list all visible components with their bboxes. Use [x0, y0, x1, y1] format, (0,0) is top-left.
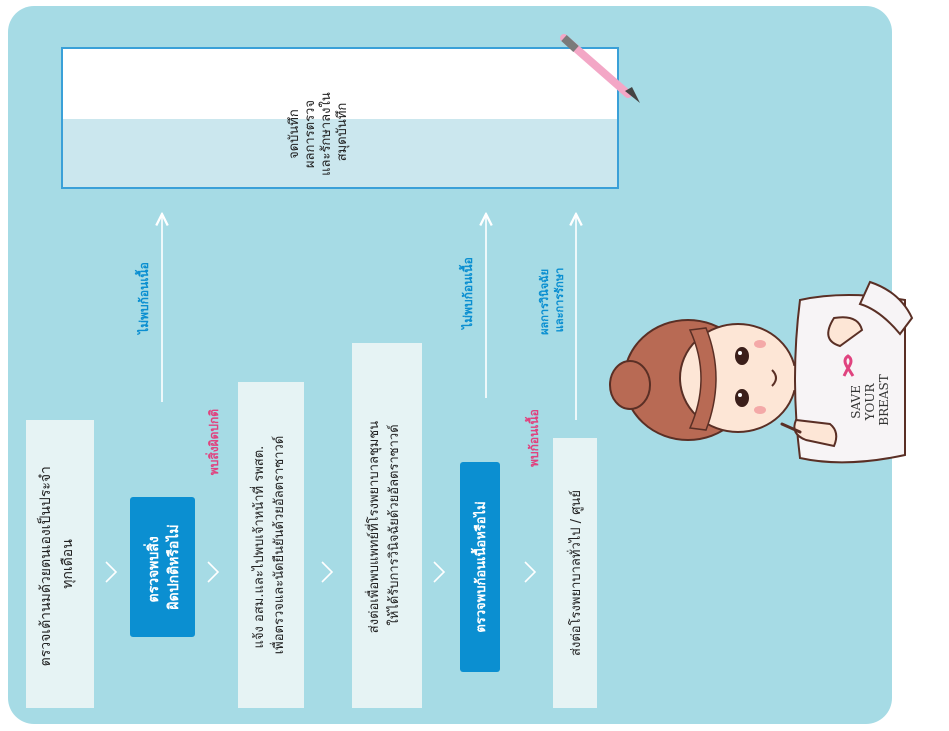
shirt: [794, 294, 906, 464]
check-lump-text: ตรวจพบก้อนเนื้อหรือไม่: [470, 501, 489, 632]
check-abnormal-text-1: ตรวจพบสิ่ง: [143, 536, 162, 602]
refer-hospital-box: [553, 438, 597, 708]
pencil-icon: [560, 34, 640, 103]
refer-community-text-1: ส่งต่อเพื่อพบแพทย์ที่โรงพยาบาลชุมชน: [365, 421, 382, 633]
chevron-right-icon: [321, 561, 334, 583]
chevron-right-icon: [105, 561, 118, 583]
refer-community-box: [352, 343, 422, 708]
self-exam-box: [26, 420, 94, 708]
svg-text:ส่งต่อเพื่อพบแพทย์ที่โรงพยาบาล: ส่งต่อเพื่อพบแพทย์ที่โรงพยาบาลชุมชน ให้ไ…: [365, 417, 402, 633]
svg-text:จดบันทึก ผลการตรวจ: จดบันทึก ผลการตรวจ และรักษาลงใน สมุดบันท…: [287, 88, 350, 176]
hand: [827, 316, 864, 348]
left-eye: [735, 347, 749, 365]
svg-text:SAVE YOUR BREA: SAVE YOUR BREAST: [849, 374, 891, 426]
pink-ribbon-icon: [842, 354, 855, 377]
record-text-2: ผลการตรวจ: [303, 100, 318, 168]
diagnosis-label-1: ผลการวินิจฉัย: [538, 269, 551, 335]
chevron-right-icon: [524, 561, 537, 583]
right-eye: [735, 389, 749, 407]
shirt-text-2: YOUR: [863, 383, 877, 422]
notify-box: [238, 382, 304, 708]
svg-text:ตรวจเต้านมด้วยตนเองเป็นประจำ: ตรวจเต้านมด้วยตนเองเป็นประจำ ทุกเดือน: [36, 462, 76, 667]
record-text-3: และรักษาลงใน: [318, 92, 334, 176]
notify-text-1: แจ้ง อสม.และไปพบเจ้าหน้าที่ รพสต.: [250, 446, 267, 649]
flow-arrows: [162, 214, 576, 420]
svg-text:ผลการวินิจฉัย และการรักษ: ผลการวินิจฉัย และการรักษา: [538, 265, 566, 335]
record-text-4: สมุดบันทึก: [335, 103, 350, 162]
check-abnormal-box: [130, 497, 195, 637]
check-lump-box: [460, 462, 500, 672]
svg-text:แจ้ง อสม.และไปพบเจ้าหน้าที่ รพ: แจ้ง อสม.และไปพบเจ้าหน้าที่ รพสต. เพื่อต…: [250, 436, 287, 655]
chevron-right-icon: [207, 561, 220, 583]
notify-text-2: เพื่อตรวจและนัดยืนยันด้วยอัลตราซาวด์: [270, 436, 287, 655]
shirt-text-1: SAVE: [849, 385, 863, 419]
pointing-hand: [793, 418, 838, 448]
no-lump-label-2: ไม่พบก้อนเนื้อ: [458, 257, 475, 331]
chevron-arrows: [105, 561, 537, 583]
found-lump-label: พบก้อนเนื้อ: [524, 409, 541, 467]
found-abnormal-label: พบสิ่งผิดปกติ: [205, 409, 221, 475]
mouth: [771, 369, 777, 387]
chevron-right-icon: [433, 561, 446, 583]
self-exam-text-2: ทุกเดือน: [60, 539, 76, 589]
diagnosis-label-2: และการรักษา: [553, 268, 566, 332]
notebook-top-half: [63, 49, 617, 119]
woman-illustration: SAVE YOUR BREAST: [609, 280, 914, 464]
no-lump-label-1: ไม่พบก้อนเนื้อ: [134, 262, 151, 336]
self-exam-text-1: ตรวจเต้านมด้วยตนเองเป็นประจำ: [36, 466, 54, 666]
record-text-1: จดบันทึก: [287, 109, 302, 159]
refer-community-text-2: ให้ได้รับการวินิจฉัยด้วยอัลตราซาวด์: [386, 424, 402, 625]
check-abnormal-text-2: ผิดปกติหรือไม่: [164, 524, 182, 610]
hair-bun: [609, 360, 651, 410]
shirt-text-3: BREAST: [877, 374, 891, 426]
svg-text:ตรวจพบสิ่ง ผิดปกติหรือไม: ตรวจพบสิ่ง ผิดปกติหรือไม่: [143, 524, 182, 610]
refer-hospital-text: ส่งต่อโรงพยาบาลทั่วไป / ศูนย์: [567, 490, 584, 656]
